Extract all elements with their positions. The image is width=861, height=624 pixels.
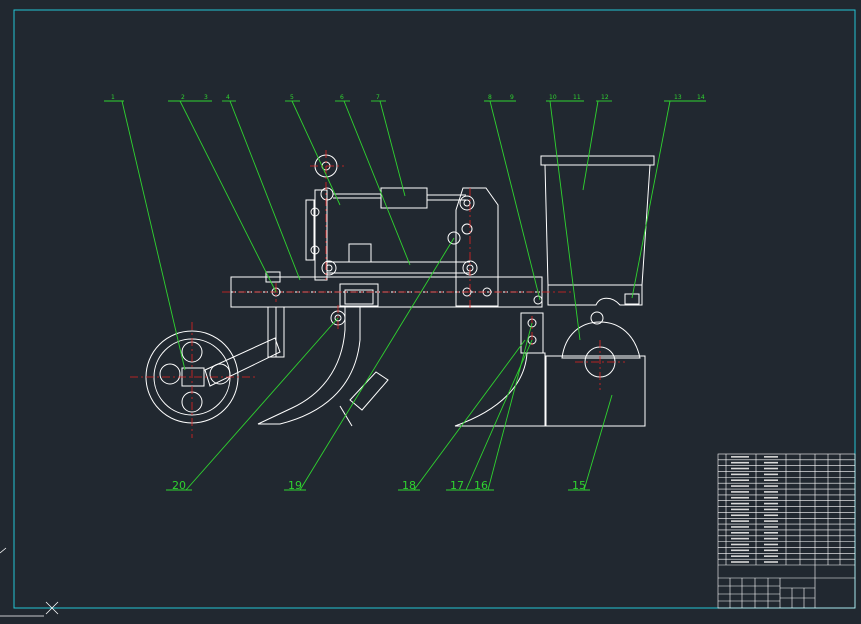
parts-list-cell-mark [731, 461, 749, 464]
part-label: 9 [510, 94, 514, 101]
parts-list-cell-mark [764, 549, 778, 552]
part-label: 8 [488, 94, 492, 101]
part-labels-bottom: 20 19 18 17 16 15 [172, 479, 586, 492]
part-label: 6 [340, 94, 344, 101]
part-label: 1 [111, 94, 115, 101]
parts-list-cell-mark [731, 491, 749, 493]
parts-list-cell-mark [731, 502, 749, 505]
part-label: 13 [674, 94, 682, 101]
parts-list-cell-mark [764, 491, 778, 493]
drawing-frame [13, 9, 856, 609]
parts-list-cell-mark [764, 479, 778, 482]
part-labels-top: 1 2 3 4 5 6 7 8 9 10 11 12 13 14 [111, 94, 705, 101]
machine-outline [145, 154, 655, 427]
parts-list-cell-mark [731, 555, 749, 557]
parts-list-cell-mark [764, 555, 778, 557]
parts-list-cell-mark [764, 526, 778, 528]
part-label: 19 [288, 479, 302, 492]
part-label: 18 [402, 479, 416, 492]
parts-list-cell-mark [731, 485, 749, 487]
parts-list-cell-mark [731, 531, 749, 534]
part-label: 11 [573, 94, 581, 101]
parts-list-cell-mark [764, 543, 778, 546]
parts-list-cell-mark [764, 502, 778, 505]
parts-list-cell-mark [764, 508, 778, 511]
part-label: 17 [450, 479, 464, 492]
parts-list-cell-mark [764, 514, 778, 517]
parts-list-cell-mark [764, 561, 778, 563]
parts-list-cell-mark [764, 531, 778, 534]
parts-list-cell-mark [764, 520, 778, 522]
parts-list-cell-mark [764, 461, 778, 464]
title-block-text [731, 456, 778, 563]
parts-list-cell-mark [731, 473, 749, 476]
part-label: 2 [181, 94, 185, 101]
parts-list-cell-mark [731, 526, 749, 528]
parts-list-cell-mark [731, 543, 749, 546]
parts-list-cell-mark [731, 508, 749, 511]
ucs-icon [0, 547, 59, 617]
parts-list-cell-mark [731, 496, 749, 499]
parts-list-cell-mark [731, 549, 749, 552]
part-label: 3 [204, 94, 208, 101]
parts-list-cell-mark [764, 467, 778, 470]
part-label: 12 [601, 94, 609, 101]
center-lines [130, 150, 625, 438]
part-label: 5 [290, 94, 294, 101]
parts-list-cell-mark [764, 485, 778, 487]
part-label: 20 [172, 479, 186, 492]
part-label: 14 [697, 94, 705, 101]
leader-lines [104, 100, 706, 491]
parts-list-cell-mark [731, 537, 749, 540]
parts-list-cell-mark [731, 456, 749, 458]
parts-list-cell-mark [731, 514, 749, 517]
part-label: 4 [226, 94, 230, 101]
parts-list-cell-mark [764, 456, 778, 458]
parts-list-cell-mark [731, 467, 749, 470]
parts-list-cell-mark [731, 520, 749, 522]
parts-list-cell-mark [731, 479, 749, 482]
part-label: 7 [376, 94, 380, 101]
parts-list-cell-mark [731, 561, 749, 563]
parts-list-cell-mark [764, 537, 778, 540]
part-label: 10 [549, 94, 557, 101]
part-label: 16 [474, 479, 488, 492]
parts-list-cell-mark [764, 496, 778, 499]
parts-list-cell-mark [764, 473, 778, 476]
title-block [717, 453, 856, 609]
part-label: 15 [572, 479, 586, 492]
